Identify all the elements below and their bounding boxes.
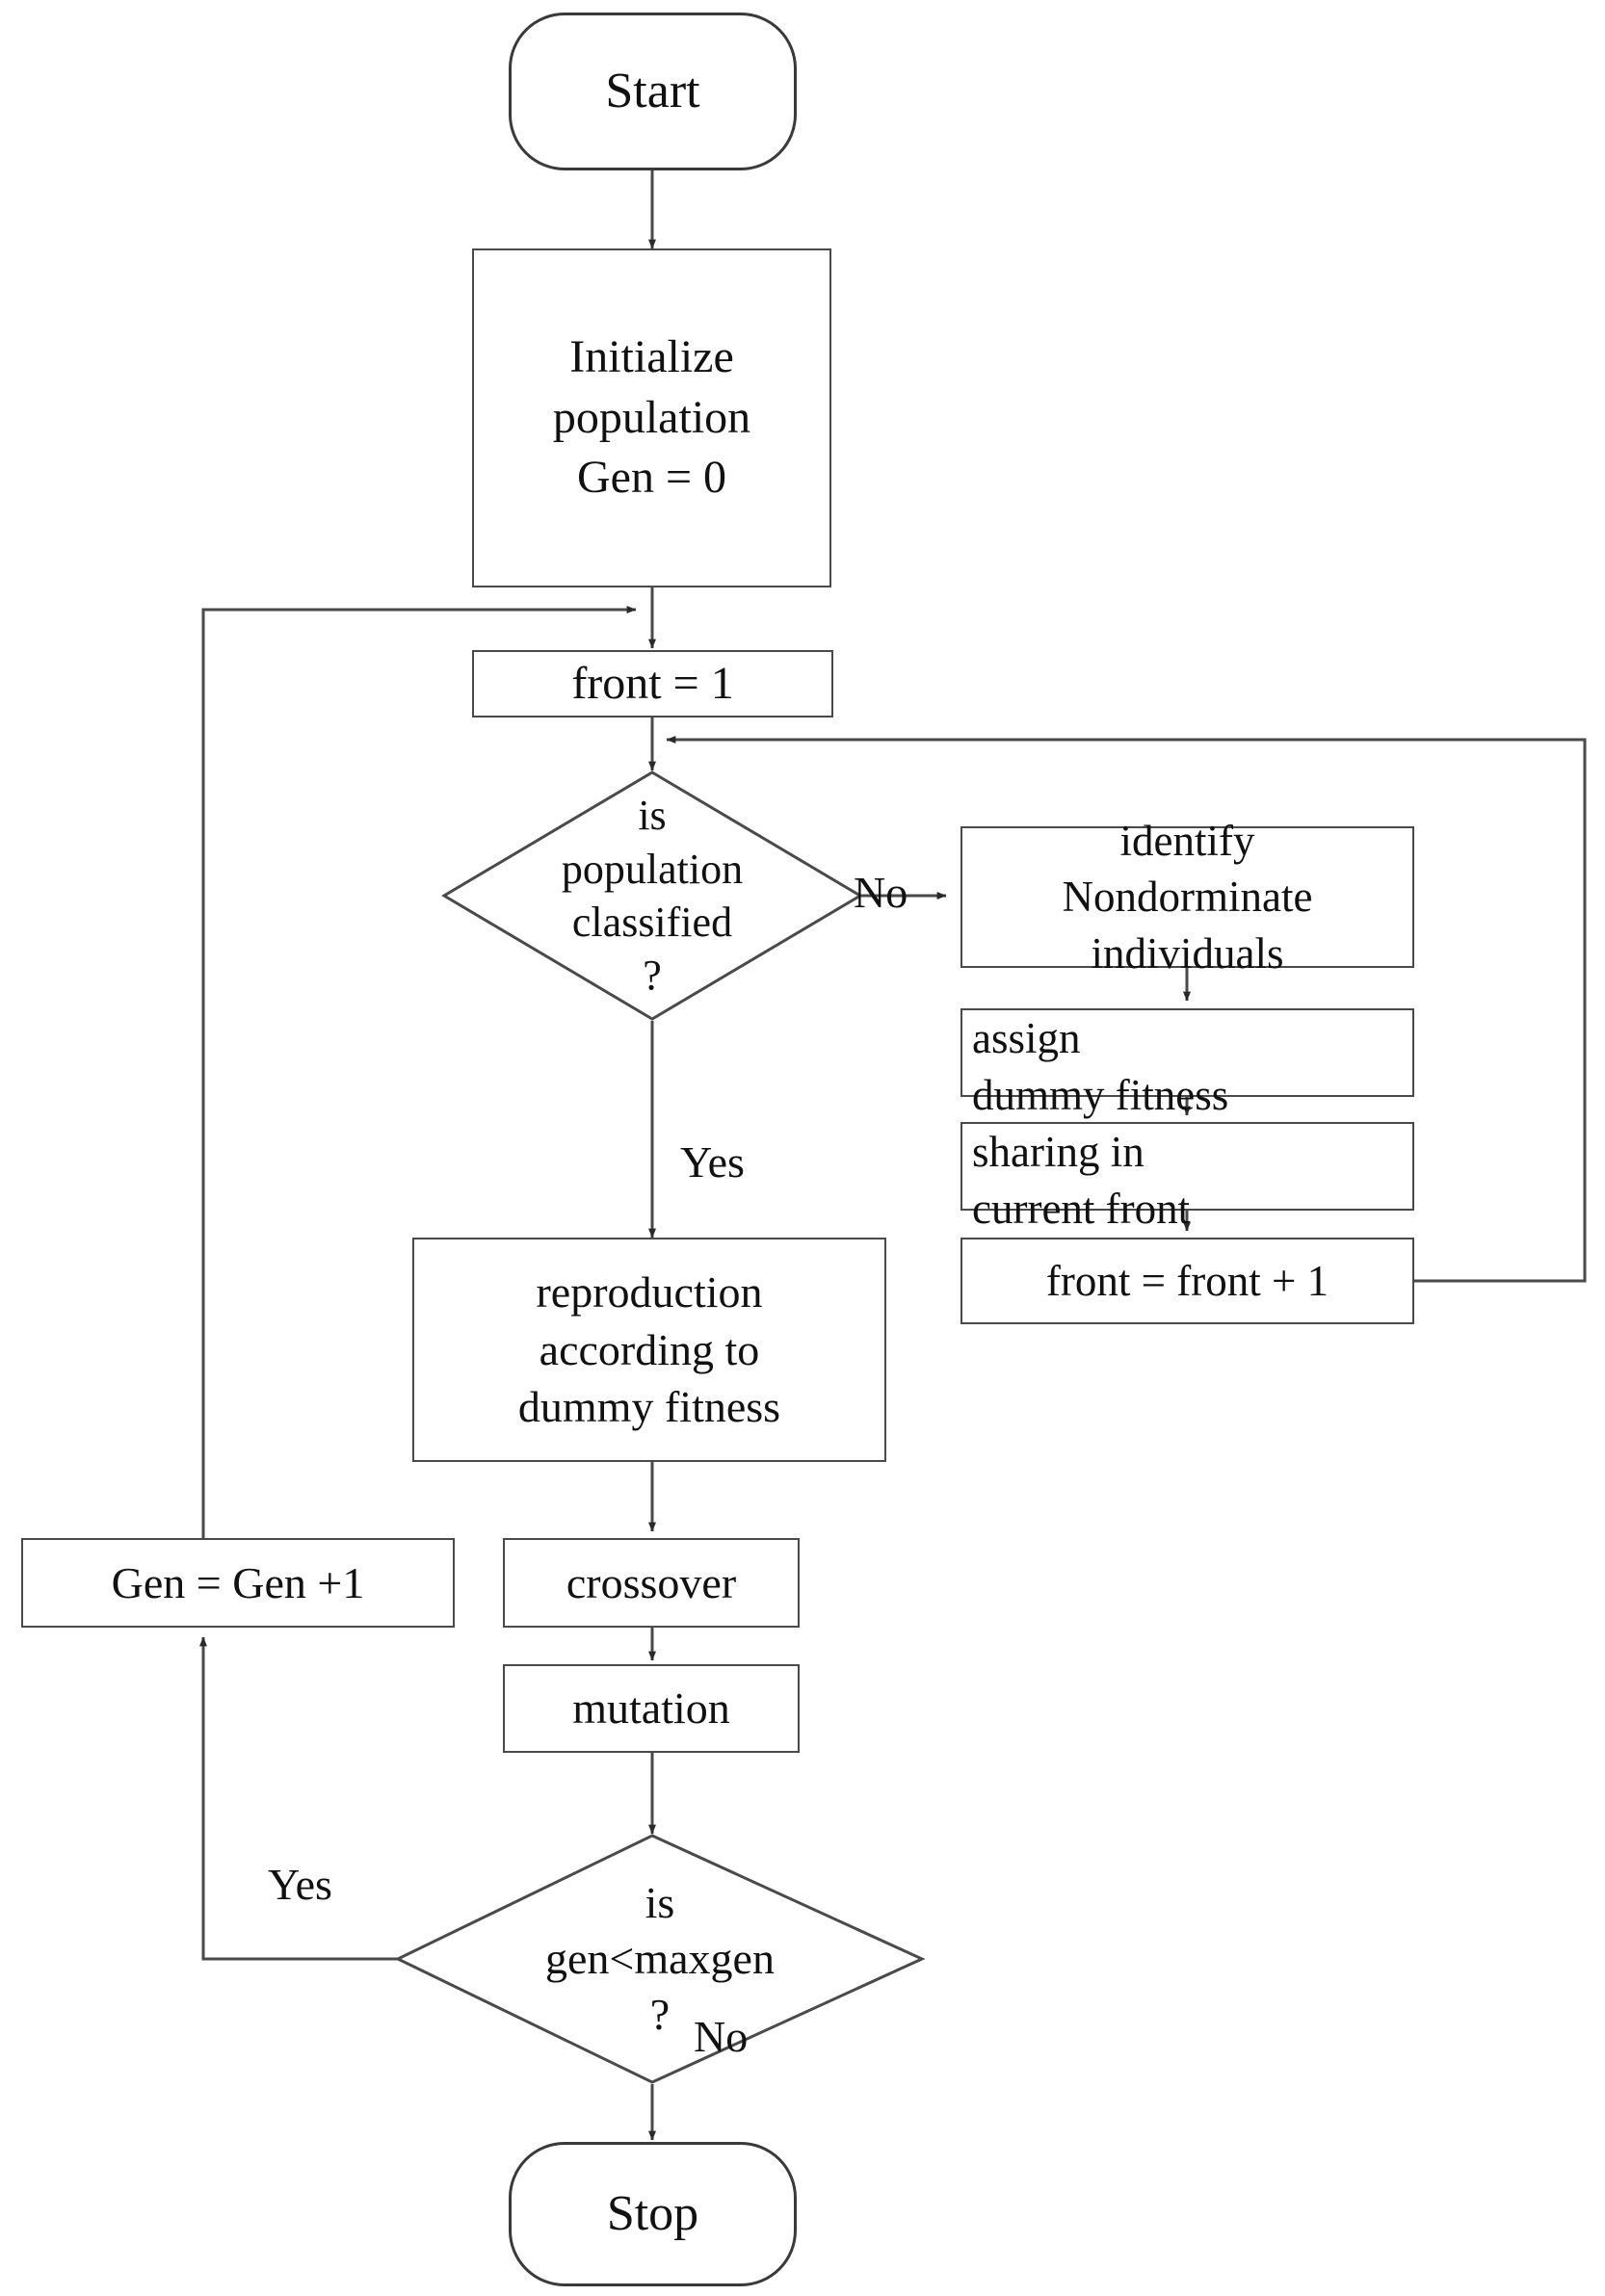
decision-maxgen-line-1: is: [645, 1878, 675, 1928]
node-crossover[interactable]: crossover: [503, 1538, 800, 1628]
edge-maxgen-yes-to-gen-increment: [199, 1636, 398, 1961]
node-mutation[interactable]: mutation: [503, 1664, 800, 1753]
node-initialize-population[interactable]: Initialize population Gen = 0: [472, 248, 831, 587]
node-start-label: Start: [605, 64, 700, 119]
node-front-init-label: front = 1: [571, 657, 734, 709]
decision-maxgen-line-3: ?: [649, 1989, 671, 2039]
node-decision-maxgen[interactable]: is gen<maxgen ?: [398, 1836, 922, 2082]
node-identify-line-2: Nondorminate: [1062, 873, 1313, 922]
node-reproduction-line-3: dummy fitness: [517, 1382, 781, 1432]
node-initialize-line-1: Initialize: [569, 331, 734, 383]
edge-label-classified-yes: Yes: [680, 1137, 745, 1187]
node-identify-nondominated[interactable]: identify Nondorminate individuals: [960, 817, 1414, 978]
node-stop-label: Stop: [606, 2186, 699, 2242]
edge-label-classified-no: No: [854, 868, 908, 917]
node-identify-line-3: individuals: [1091, 928, 1284, 978]
node-crossover-label: crossover: [566, 1557, 737, 1607]
node-sharing-line-2: current front: [972, 1184, 1191, 1233]
decision-maxgen-line-2: gen<maxgen: [545, 1934, 775, 1984]
node-reproduction-line-1: reproduction: [536, 1266, 763, 1317]
node-start[interactable]: Start: [509, 13, 797, 170]
edge-label-maxgen-yes: Yes: [268, 1860, 332, 1909]
decision-classified-line-1: is: [638, 792, 667, 840]
node-mutation-label: mutation: [572, 1683, 730, 1734]
node-front-increment[interactable]: front = front + 1: [960, 1238, 1414, 1324]
node-assign-line-1: assign: [972, 1014, 1081, 1062]
decision-classified-line-2: population: [561, 845, 744, 893]
node-front-increment-label: front = front + 1: [1045, 1256, 1329, 1305]
decision-classified-line-4: ?: [643, 952, 662, 1000]
node-stop[interactable]: Stop: [509, 2142, 797, 2286]
node-identify-line-1: identify: [1119, 816, 1255, 865]
node-gen-increment-label: Gen = Gen +1: [111, 1557, 365, 1607]
node-reproduction-line-2: according to: [539, 1324, 760, 1374]
node-sharing-line-1: sharing in: [972, 1128, 1145, 1176]
node-decision-population-classified[interactable]: is population classified ?: [444, 772, 860, 1019]
node-assign-dummy-fitness[interactable]: assign dummy fitness: [960, 1008, 1414, 1119]
decision-classified-line-3: classified: [571, 899, 733, 946]
node-sharing-current-front[interactable]: sharing in current front: [960, 1122, 1414, 1233]
node-initialize-line-3: Gen = 0: [576, 452, 727, 504]
edge-label-maxgen-no: No: [694, 2012, 749, 2061]
node-reproduction[interactable]: reproduction according to dummy fitness: [412, 1238, 886, 1462]
node-initialize-line-2: population: [552, 391, 751, 443]
node-gen-increment[interactable]: Gen = Gen +1: [21, 1538, 455, 1628]
node-assign-line-2: dummy fitness: [972, 1070, 1229, 1119]
node-front-init[interactable]: front = 1: [472, 650, 833, 718]
